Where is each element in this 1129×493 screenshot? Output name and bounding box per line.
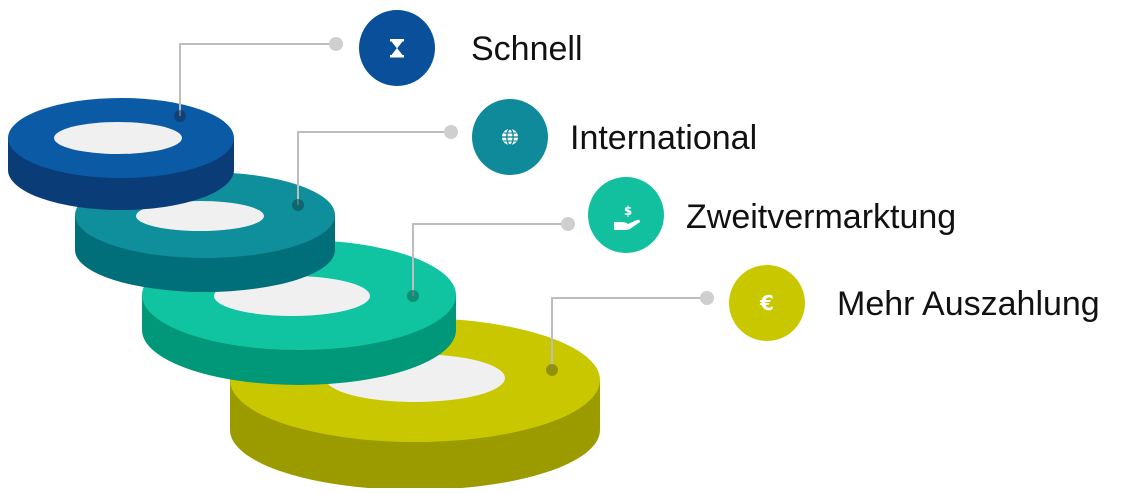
label-mehr-auszahlung: Mehr Auszahlung (837, 285, 1100, 323)
label-international: International (570, 119, 758, 157)
ring-schnell (8, 98, 234, 210)
icon-badge-international (472, 99, 548, 175)
connector-zweitvermarktung (407, 217, 575, 302)
label-schnell: Schnell (471, 30, 583, 68)
svg-text:$: $ (624, 204, 632, 218)
globe-icon (502, 128, 518, 146)
euro-icon: € (759, 291, 774, 315)
hand-dollar-icon: $ (614, 204, 640, 230)
hourglass-icon (390, 39, 404, 58)
icon-badge-schnell (359, 10, 435, 86)
connector-mehr-auszahlung (546, 291, 714, 376)
ring-zweitvermarktung (142, 240, 456, 385)
icon-badge-mehr-auszahlung: € (729, 265, 805, 341)
connector-schnell (174, 37, 343, 122)
label-zweitvermarktung: Zweitvermarktung (686, 198, 957, 236)
icon-badge-zweitvermarktung: $ (588, 177, 664, 253)
connector-international (292, 125, 458, 211)
svg-text:€: € (759, 291, 774, 315)
